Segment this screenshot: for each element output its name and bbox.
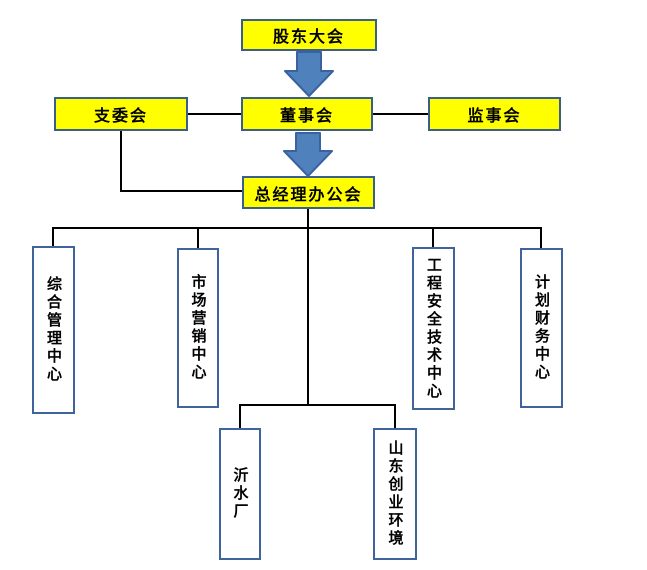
node-yishui-plant: 沂水厂	[219, 428, 261, 560]
node-shareholders-meeting: 股东大会	[241, 19, 377, 51]
connector-drop-finance	[540, 227, 542, 248]
node-dept-admin-center: 综合管理中心	[32, 246, 75, 414]
node-label: 支委会	[93, 106, 148, 125]
connector-gm-office-down	[307, 209, 309, 228]
down-arrow-icon	[284, 51, 334, 97]
connector-main-horizontal	[52, 227, 542, 229]
node-label: 监事会	[467, 106, 522, 125]
node-supervisory-board: 监事会	[428, 97, 561, 131]
connector-bottom-horizontal	[239, 404, 396, 406]
node-label: 工程安全技术中心	[425, 256, 443, 401]
connector-branch-down	[120, 131, 122, 192]
connector-center-down	[307, 227, 309, 406]
down-arrow-icon	[283, 132, 333, 177]
node-label: 总经理办公会	[254, 184, 363, 204]
connector-drop-shandong	[394, 404, 396, 428]
node-dept-marketing-center: 市场营销中心	[177, 248, 219, 408]
connector-drop-admin	[52, 227, 54, 246]
node-gm-office-meeting: 总经理办公会	[242, 176, 375, 209]
node-label: 市场营销中心	[189, 274, 208, 382]
node-label: 股东大会	[272, 27, 345, 46]
node-label: 计划财务中心	[533, 274, 551, 382]
node-dept-finance-center: 计划财务中心	[520, 248, 563, 408]
node-shandong-chuangye-environment: 山东创业环境	[373, 428, 417, 560]
node-board-of-directors: 董事会	[241, 97, 373, 131]
connector-branch-board	[188, 113, 241, 115]
node-label: 董事会	[279, 106, 334, 125]
connector-branch-to-gm-office	[120, 190, 242, 192]
node-label: 综合管理中心	[45, 276, 63, 384]
node-dept-engineering-safety-center: 工程安全技术中心	[412, 247, 455, 410]
connector-drop-yishui	[239, 404, 241, 428]
node-label: 山东创业环境	[386, 440, 405, 548]
connector-drop-marketing	[197, 227, 199, 248]
node-branch-committee: 支委会	[54, 97, 188, 131]
connector-drop-engineering	[432, 227, 434, 247]
connector-board-supervisory	[373, 113, 428, 115]
node-label: 沂水厂	[231, 467, 250, 521]
